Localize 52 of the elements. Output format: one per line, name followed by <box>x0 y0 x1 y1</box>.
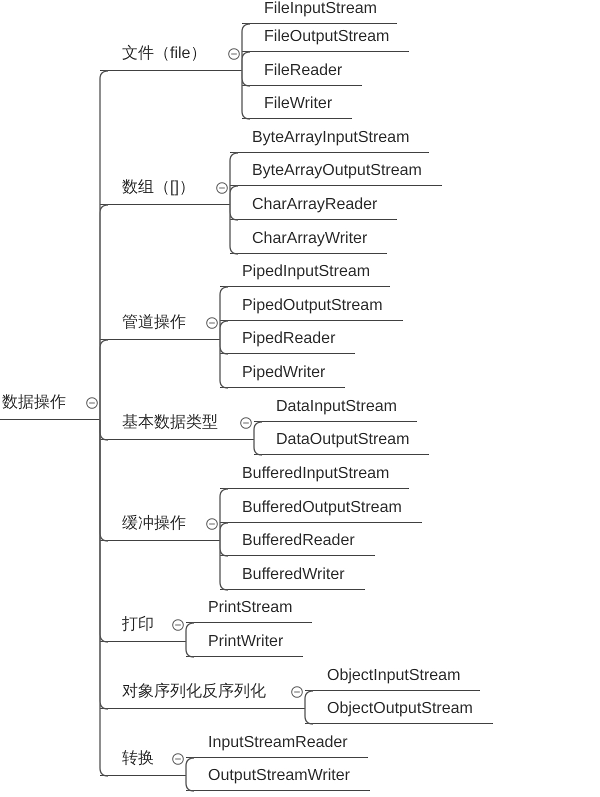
topic-text: InputStreamReader <box>208 734 348 752</box>
branch-line <box>219 540 228 591</box>
branch-line <box>304 708 314 725</box>
topic-text: ByteArrayOutputStream <box>252 162 422 180</box>
topic-text: BufferedInputStream <box>242 464 390 482</box>
branch-line <box>253 421 262 441</box>
branch-line <box>185 641 194 658</box>
topic-text: DataInputStream <box>276 398 397 416</box>
topic-text: BufferedWriter <box>242 566 345 584</box>
topic-text: PipedWriter <box>242 364 326 382</box>
topic-text: PrintWriter <box>208 632 284 650</box>
topic-text: CharArrayWriter <box>252 230 368 248</box>
topic-text: 管道操作 <box>122 313 187 333</box>
topic-text: OutputStreamWriter <box>208 766 350 784</box>
topic-text: FileReader <box>264 62 342 80</box>
topic-text: FileInputStream <box>264 0 377 18</box>
branch-line <box>304 690 314 710</box>
branch-line <box>253 439 262 456</box>
topic-text: DataOutputStream <box>276 430 410 448</box>
branch-line <box>185 775 194 792</box>
topic-text: PipedReader <box>242 330 336 348</box>
branch-line <box>241 70 250 120</box>
topic-text: 转换 <box>122 749 155 769</box>
topic-text: PipedOutputStream <box>242 296 383 314</box>
topic-text: ByteArrayInputStream <box>252 128 410 146</box>
topic-text: BufferedOutputStream <box>242 498 402 516</box>
branch-line <box>219 339 228 389</box>
topic-text: 文件（file） <box>122 44 208 64</box>
topic-text: 数据操作 <box>2 393 67 413</box>
topic-text: CharArrayReader <box>252 196 378 214</box>
branch-line <box>229 204 238 255</box>
branch-line <box>241 51 250 72</box>
branch-line <box>185 757 194 777</box>
topic-text: FileWriter <box>264 94 332 112</box>
leaf-topic <box>242 0 397 24</box>
topic-text: ObjectInputStream <box>327 666 460 684</box>
topic-text: 打印 <box>122 614 155 635</box>
topic-text: 缓冲操作 <box>122 514 187 534</box>
branch-line <box>99 339 108 421</box>
topic-text: PrintStream <box>208 598 292 616</box>
topic-text: ObjectOutputStream <box>327 700 473 718</box>
topic-text: 基本数据类型 <box>122 412 219 433</box>
topic-text: 数组（[]） <box>122 178 196 198</box>
branch-line <box>185 622 194 643</box>
topic-text: BufferedReader <box>242 532 355 550</box>
topic-text: PipedInputStream <box>242 262 370 280</box>
branch-line <box>219 522 228 542</box>
topic-text: 对象序列化反序列化 <box>122 682 267 702</box>
branch-line <box>229 185 238 206</box>
branch-line <box>219 320 228 341</box>
topic-text: FileOutputStream <box>264 28 390 46</box>
branch-line <box>99 419 108 777</box>
